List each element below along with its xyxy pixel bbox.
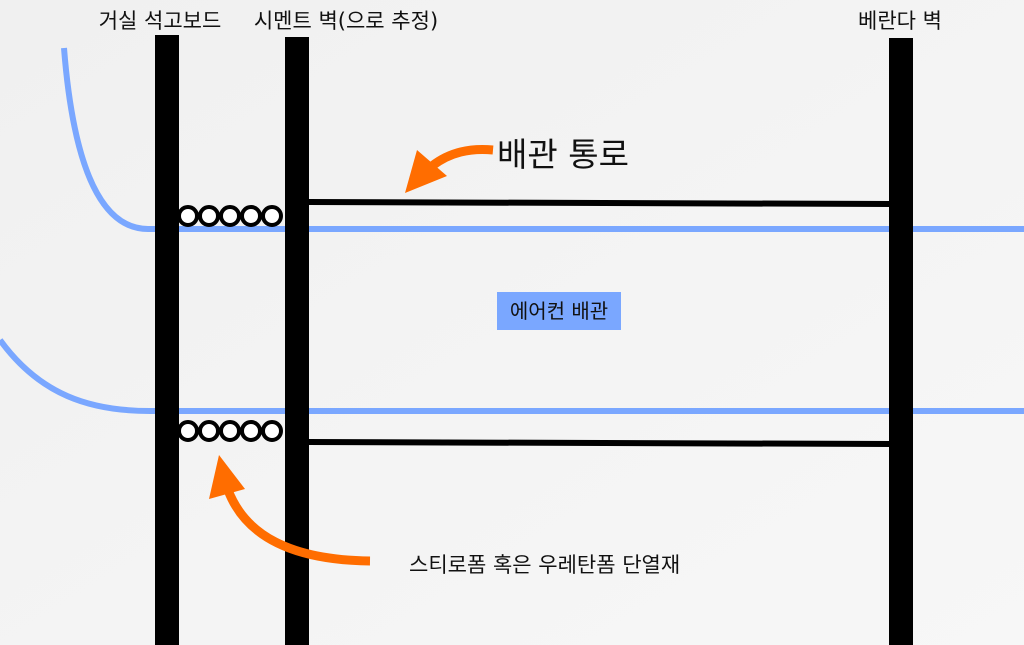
insulation-bead: [261, 205, 283, 227]
label-cement-wall: 시멘트 벽(으로 추정): [254, 9, 438, 33]
insulation-bead: [219, 420, 241, 442]
arrow-to-insulation: [209, 455, 371, 566]
insulation-bead: [177, 420, 199, 442]
insulation-bead: [261, 420, 283, 442]
label-insulation: 스티로폼 혹은 우레탄폼 단열재: [409, 553, 680, 577]
label-ac-pipe: 에어컨 배관: [510, 299, 608, 323]
insulation-bead: [219, 205, 241, 227]
veranda-wall: [889, 38, 913, 645]
insulation-bead: [240, 420, 262, 442]
drywall-wall: [155, 35, 179, 645]
insulation-bead: [240, 205, 262, 227]
ac-pipe-upper: [61, 47, 1024, 232]
label-drywall: 거실 석고보드: [99, 9, 222, 33]
insulation-bead: [198, 420, 220, 442]
passage-line-upper: [308, 199, 891, 207]
passage-line-lower: [308, 439, 891, 447]
label-veranda-wall: 베란다 벽: [858, 9, 942, 33]
label-pipe-passage: 배관 통로: [497, 135, 629, 174]
insulation-bead: [198, 205, 220, 227]
arrow-to-passage: [405, 145, 494, 193]
insulation-upper: [177, 205, 283, 227]
ac-pipe-lower: [0, 338, 1024, 414]
ac-pipe-label-box: [497, 292, 621, 330]
insulation-lower: [177, 420, 283, 442]
insulation-bead: [177, 205, 199, 227]
